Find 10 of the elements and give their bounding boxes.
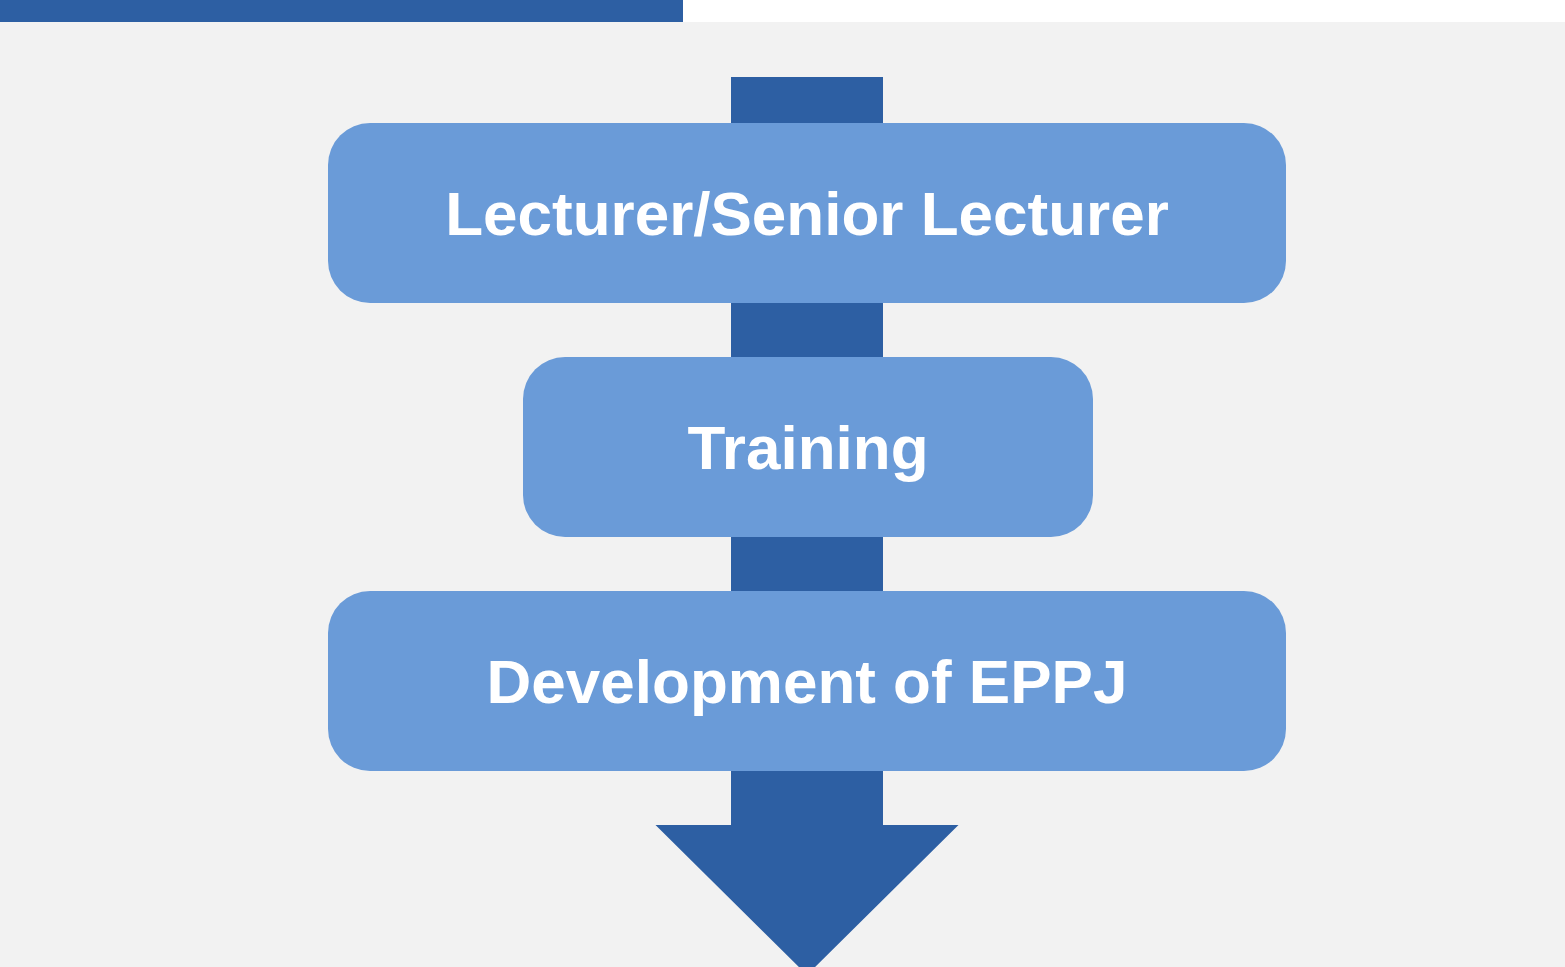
process-box [523, 357, 1093, 537]
process-box [328, 591, 1286, 771]
step-label: Training [687, 411, 929, 483]
step-label: Lecturer/Senior Lecturer [445, 177, 1169, 249]
connector-bar [731, 303, 883, 357]
connector-bar [731, 77, 883, 123]
arrow [655, 771, 959, 967]
process-box [328, 123, 1286, 303]
connector-bar [731, 537, 883, 591]
step-label: Development of EPPJ [486, 645, 1128, 717]
